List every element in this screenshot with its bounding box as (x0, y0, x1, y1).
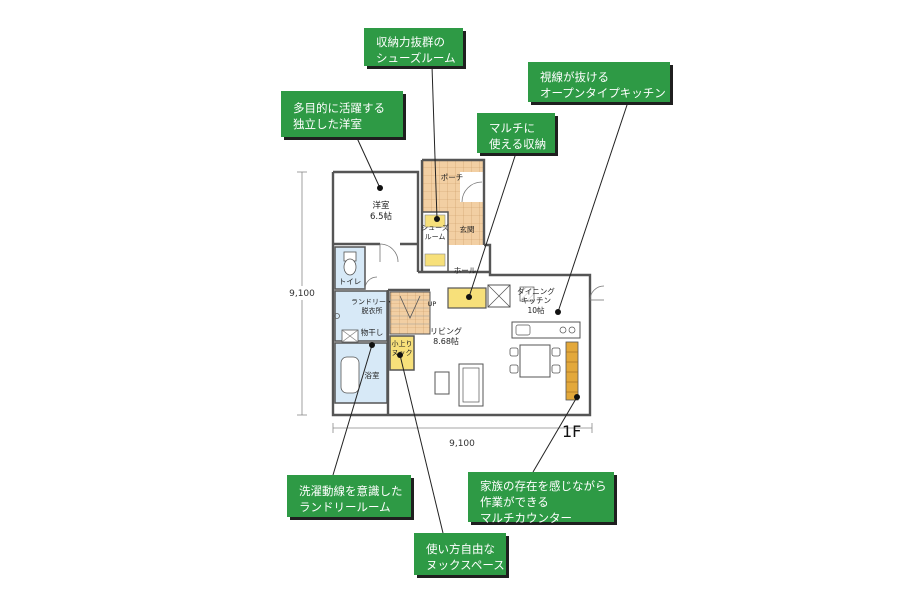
room-western-size: 6.5帖 (370, 211, 393, 222)
bathtub-icon (340, 356, 360, 394)
callout-shoes-room-line1: 収納力抜群の (376, 35, 445, 49)
callout-nook-space-line1: 使い方自由な (426, 542, 495, 556)
callout-laundry-room-line1: 洗濯動線を意識した (299, 484, 403, 498)
callout-nook-space: 使い方自由な ヌックスペース (414, 533, 506, 575)
room-dining-line2: キッチン (521, 296, 551, 305)
room-laundry-line1: ランドリー・ (351, 298, 393, 306)
callout-shoes-room: 収納力抜群の シューズルーム (364, 28, 463, 66)
entrance-area (448, 213, 484, 245)
callout-western-room-line2: 独立した洋室 (293, 117, 362, 131)
leader-lines (332, 65, 629, 534)
callout-open-kitchen: 視線が抜ける オープンタイプキッチン (528, 62, 670, 102)
callout-western-room-line1: 多目的に活躍する (293, 101, 385, 115)
room-porch: ポーチ (441, 173, 464, 182)
callout-laundry-room: 洗濯動線を意識した ランドリールーム (287, 475, 411, 517)
dimension-vertical-label: 9,100 (289, 289, 315, 299)
room-dining-line1: ダイニング (517, 286, 555, 296)
callout-shoes-room-line2: シューズルーム (376, 51, 456, 65)
room-hall: ホール (454, 266, 477, 275)
dimension-horizontal: 9,100 (332, 423, 593, 449)
room-nook-line1: 小上り (392, 339, 413, 348)
callout-nook-space-line2: ヌックスペース (426, 558, 505, 572)
room-shoes-line2: ルーム (425, 233, 446, 241)
room-western-name: 洋室 (372, 200, 390, 211)
doors (364, 181, 605, 301)
sofa (458, 363, 484, 407)
callout-multi-storage-line2: 使える収納 (489, 137, 547, 151)
callout-multi-storage-line1: マルチに (489, 121, 535, 135)
callout-multi-counter-line2: 作業ができる (480, 495, 549, 509)
plan-body (331, 158, 605, 417)
room-dining-size: 10帖 (527, 305, 545, 315)
leader-dots (369, 185, 580, 400)
dining-table (509, 344, 561, 378)
room-laundry-line2: 脱衣所 (362, 306, 383, 315)
toilet-icon (343, 258, 357, 276)
room-bath: 浴室 (365, 370, 380, 380)
callout-multi-counter: 家族の存在を感じながら 作業ができる マルチカウンター (468, 472, 614, 525)
dimension-vertical: 9,100 (285, 171, 319, 416)
callout-multi-counter-line1: 家族の存在を感じながら (480, 479, 607, 493)
dimension-horizontal-label: 9,100 (449, 439, 475, 449)
room-living-name: リビング (430, 326, 462, 336)
room-shoes-line1: シューズ (421, 223, 449, 232)
room-living-size: 8.68帖 (433, 336, 459, 346)
walls (331, 158, 592, 417)
stairs-up-label: UP (428, 300, 437, 308)
callout-open-kitchen-line1: 視線が抜ける (540, 70, 609, 84)
callout-western-room: 多目的に活躍する 独立した洋室 (281, 91, 403, 137)
stairs (389, 291, 431, 335)
callout-open-kitchen-line2: オープンタイプキッチン (540, 86, 666, 100)
callout-laundry-room-line2: ランドリールーム (299, 500, 391, 514)
callout-multi-counter-line3: マルチカウンター (480, 511, 572, 525)
sink-icon (334, 313, 340, 319)
multi-counter (565, 341, 579, 401)
room-drying: 物干し (361, 327, 384, 337)
callout-multi-storage: マルチに 使える収納 (477, 113, 555, 153)
room-entrance: 玄関 (460, 224, 475, 234)
room-toilet: トイレ (339, 277, 362, 286)
floor-label: 1F (562, 422, 581, 441)
living-table (434, 371, 450, 395)
